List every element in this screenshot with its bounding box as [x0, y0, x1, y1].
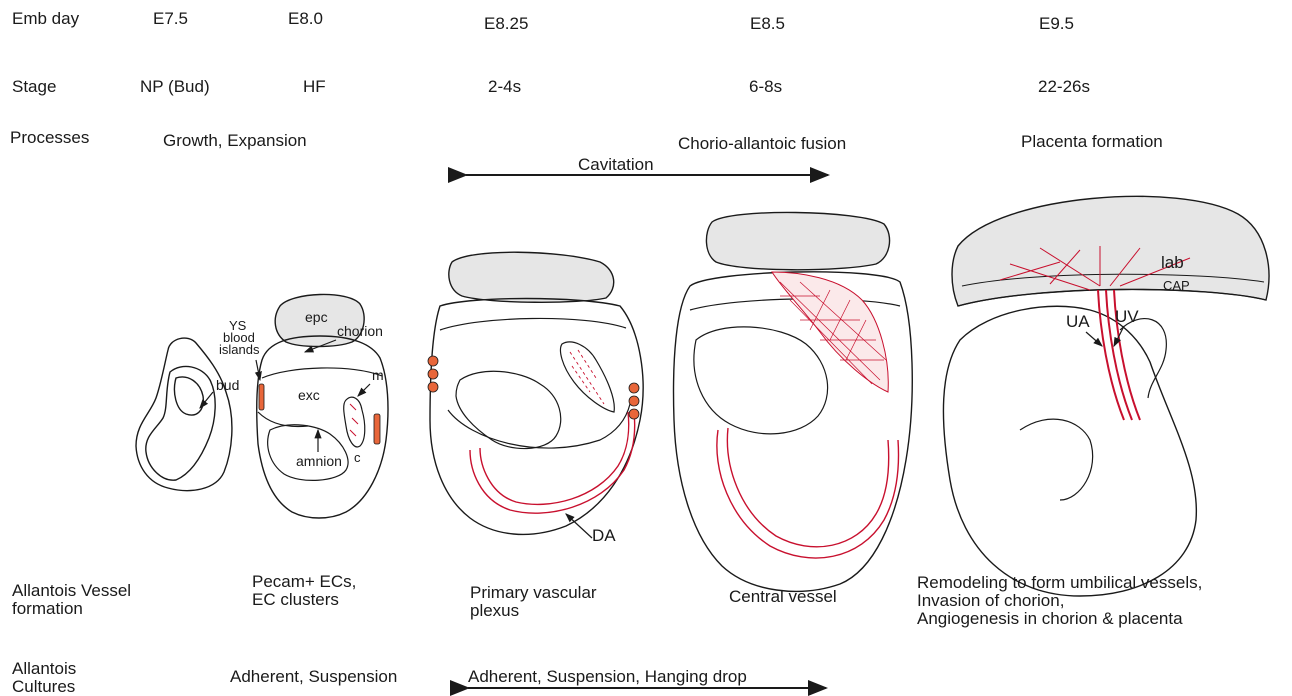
label-bud: bud: [216, 377, 239, 393]
embryo-e8-25: [428, 252, 643, 534]
label-cap: CAP: [1163, 278, 1190, 293]
label-uv: UV: [1115, 307, 1139, 326]
label-ua: UA: [1066, 312, 1090, 331]
embryo-e7-5: [136, 338, 232, 491]
label-amnion: amnion: [296, 453, 342, 469]
embryo-e9-5: [943, 196, 1269, 596]
label-c: c: [354, 450, 361, 465]
label-da: DA: [592, 526, 616, 545]
embryo-e8-5: [674, 212, 913, 591]
label-islands: islands: [219, 342, 260, 357]
label-epc: epc: [305, 309, 328, 325]
label-lab: lab: [1161, 253, 1184, 272]
label-chorion: chorion: [337, 323, 383, 339]
label-m: m: [372, 367, 384, 383]
label-exc: exc: [298, 387, 320, 403]
